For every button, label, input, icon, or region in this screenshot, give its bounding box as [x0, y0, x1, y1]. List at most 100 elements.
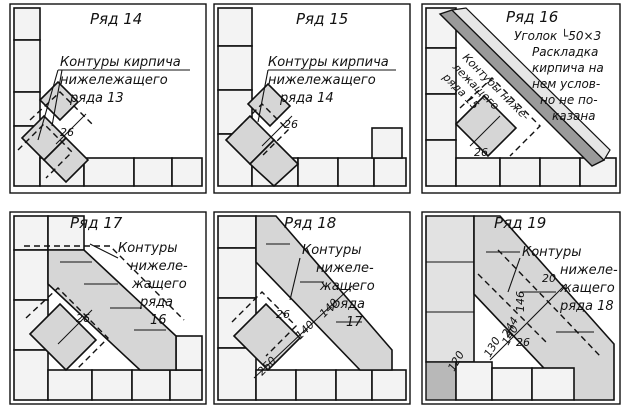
note-line: нижележащего: [268, 73, 376, 88]
panel-frame: [421, 211, 621, 405]
note-line: 16: [150, 313, 167, 328]
leader-line: [89, 243, 119, 259]
diagonal-brick-band: [47, 249, 177, 371]
layout-note-line: Раскладка: [532, 45, 598, 59]
brick: [425, 47, 457, 95]
panel-frame: [213, 211, 411, 405]
brick: [83, 157, 135, 187]
dimension-label: 26: [60, 126, 74, 139]
panel-row-17: 26 Ряд 17 Контуры нижеле- жащего ряда 16: [9, 211, 207, 405]
brick: [13, 7, 41, 41]
layout-note-line: но не по-: [540, 93, 598, 107]
dimension-line: [469, 115, 501, 147]
dimension-line: [253, 285, 353, 379]
dimension-label: 20: [542, 272, 556, 285]
brick: [371, 369, 407, 401]
dimension-label: 26: [516, 336, 530, 349]
brick: [171, 157, 203, 187]
dimension-line: [261, 115, 293, 147]
brick: [13, 349, 49, 401]
leader-line: [507, 257, 521, 293]
brick: [248, 138, 300, 188]
note-line: жащего: [559, 281, 615, 296]
note-line: нижележащего: [60, 73, 168, 88]
panel-row-18: 26 250 140 140 Ряд 18 Контуры нижеле- жа…: [213, 211, 411, 405]
lower-row-contour: [477, 273, 549, 345]
note-line: Контуры: [522, 245, 581, 260]
brick: [246, 82, 292, 128]
brick: [28, 302, 98, 372]
lower-row-contour: [17, 123, 73, 179]
dimension-label: 26: [276, 308, 290, 321]
brick: [217, 215, 257, 249]
brick: [175, 335, 203, 371]
leader-line: [37, 69, 59, 141]
dimension-label: 146: [514, 291, 527, 312]
lower-row-contour: [25, 287, 109, 371]
brick: [169, 369, 203, 401]
brick: [91, 369, 133, 401]
panel-row-15: 26 Ряд 15 Контуры кирпича нижележащего р…: [213, 3, 411, 194]
diagonal-brick-band: [473, 215, 615, 401]
brick: [13, 215, 49, 251]
brick: [133, 157, 173, 187]
note-line: нижеле-: [316, 261, 374, 276]
brick: [38, 80, 80, 122]
panel-row-14: 26 Ряд 14 Контуры кирпича нижележащего р…: [9, 3, 207, 194]
diagonal-brick-band: [255, 215, 393, 371]
angle-label: Уголок └50×3: [514, 28, 601, 43]
note-line: Контуры: [118, 241, 177, 256]
note-line: ряда: [139, 295, 173, 310]
panel-frame: [213, 3, 411, 194]
panel-title: Ряд 14: [90, 10, 142, 28]
lower-row-contour: [24, 245, 185, 321]
brick: [531, 367, 575, 401]
brick: [425, 93, 457, 141]
leader-line: [289, 257, 301, 301]
note-line: 17: [346, 315, 363, 330]
brick: [232, 302, 302, 372]
note-line: ряда: [331, 297, 365, 312]
rubble-fill: [425, 361, 457, 401]
brick: [455, 361, 493, 401]
dimension-line: [57, 309, 93, 345]
note-line: ряда 13: [69, 91, 124, 106]
dimension-label: 26: [284, 118, 298, 131]
brick: [13, 249, 49, 301]
panel-title: Ряд 17: [70, 214, 123, 232]
brick: [373, 157, 407, 187]
steel-angle-flange: [450, 7, 611, 161]
note-line: жащего: [319, 279, 375, 294]
note-line: нижеле-: [560, 263, 618, 278]
lower-row-contour: [459, 77, 541, 157]
panel-frame: [9, 3, 207, 194]
note-line: Контуры кирпича: [268, 55, 389, 70]
panel-title: Ряд 19: [494, 214, 546, 232]
brick: [217, 7, 253, 47]
brick: [371, 127, 403, 159]
brick: [217, 45, 253, 91]
brick: [217, 247, 257, 299]
lower-row-contour: [237, 103, 289, 157]
lower-row-contour: [231, 291, 297, 357]
note-line: ряда 14: [279, 91, 334, 106]
brick: [42, 136, 90, 184]
panel-frame: [421, 3, 621, 194]
layout-note-line: кирпича на: [532, 61, 604, 75]
brick: [297, 157, 339, 187]
note-line: нижеле-: [130, 259, 188, 274]
dimension-label: 26: [474, 146, 488, 159]
brick: [335, 369, 373, 401]
note-line: жащего: [131, 277, 187, 292]
brick: [217, 347, 257, 401]
brick: [295, 369, 337, 401]
brick: [499, 157, 541, 187]
panel-frame: [9, 211, 207, 405]
panel-title: Ряд 15: [296, 10, 348, 28]
wall-segment: [425, 215, 475, 363]
panel-row-19: 20 146 244 120 130 140 26 Ряд 19 Контуры…: [421, 211, 621, 405]
note-line: Контуры: [302, 243, 361, 258]
brick: [539, 157, 581, 187]
panel-title: Ряд 18: [284, 214, 336, 232]
brick: [47, 369, 93, 401]
